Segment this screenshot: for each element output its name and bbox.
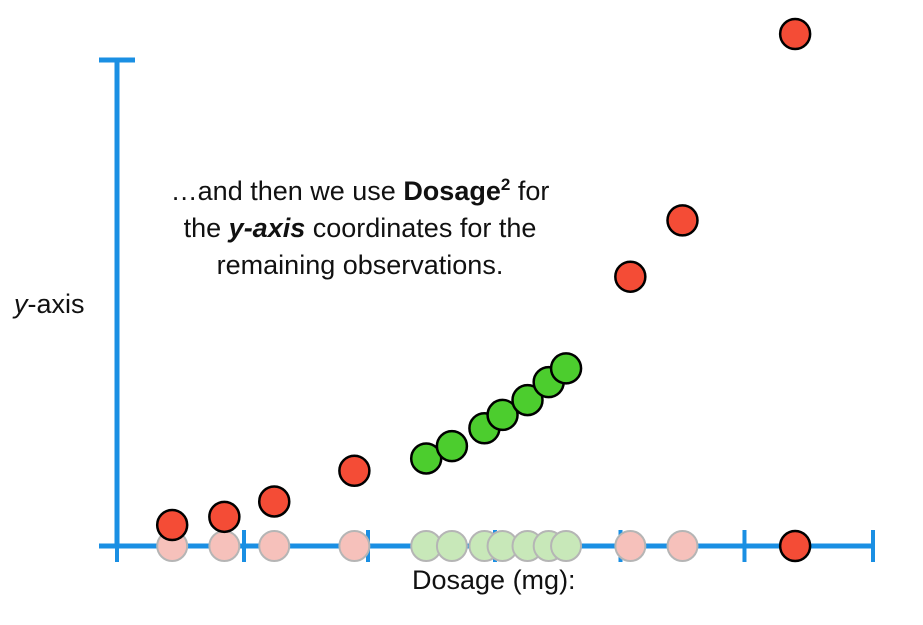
y-axis-label-rest: -axis <box>27 289 85 319</box>
green-point <box>549 352 583 385</box>
green-point <box>511 383 544 417</box>
green-point <box>409 442 443 475</box>
annotation-pre: …and then we use <box>170 176 404 206</box>
y-axis-label: y-axis <box>14 289 85 320</box>
annotation-superscript: 2 <box>500 175 511 194</box>
baseline-point <box>258 530 291 562</box>
baseline-point <box>435 530 468 562</box>
chart-annotation: …and then we use Dosage2 for the y-axis … <box>110 166 610 284</box>
green-point <box>435 429 469 463</box>
baseline-point <box>208 530 241 562</box>
annotation-line2: the y-axis coordinates for the <box>184 213 537 243</box>
x-axis-label: Dosage (mg): <box>412 565 576 595</box>
annotation-line1: …and then we use Dosage2 for <box>170 175 550 206</box>
baseline-point <box>778 529 812 563</box>
annotation-line3: remaining observations. <box>216 250 504 280</box>
red-point <box>257 485 291 518</box>
annotation-line2-pre: the <box>183 213 229 243</box>
baseline-point <box>338 530 371 562</box>
y-axis-label-italic: y <box>14 289 28 319</box>
red-point <box>614 260 647 293</box>
annotation-mid: for <box>510 176 550 206</box>
red-point <box>778 17 812 51</box>
baseline-point <box>550 530 583 562</box>
baseline-point <box>614 530 647 562</box>
green-point <box>486 398 519 432</box>
red-point <box>208 500 241 534</box>
annotation-bold-dosage: Dosage <box>403 176 501 206</box>
annotation-line2-post: coordinates for the <box>305 213 537 243</box>
red-point <box>666 204 699 237</box>
baseline-point <box>666 530 699 562</box>
annotation-yaxis-bold: y-axis <box>228 213 306 243</box>
red-point <box>338 454 371 487</box>
red-point <box>155 508 189 542</box>
